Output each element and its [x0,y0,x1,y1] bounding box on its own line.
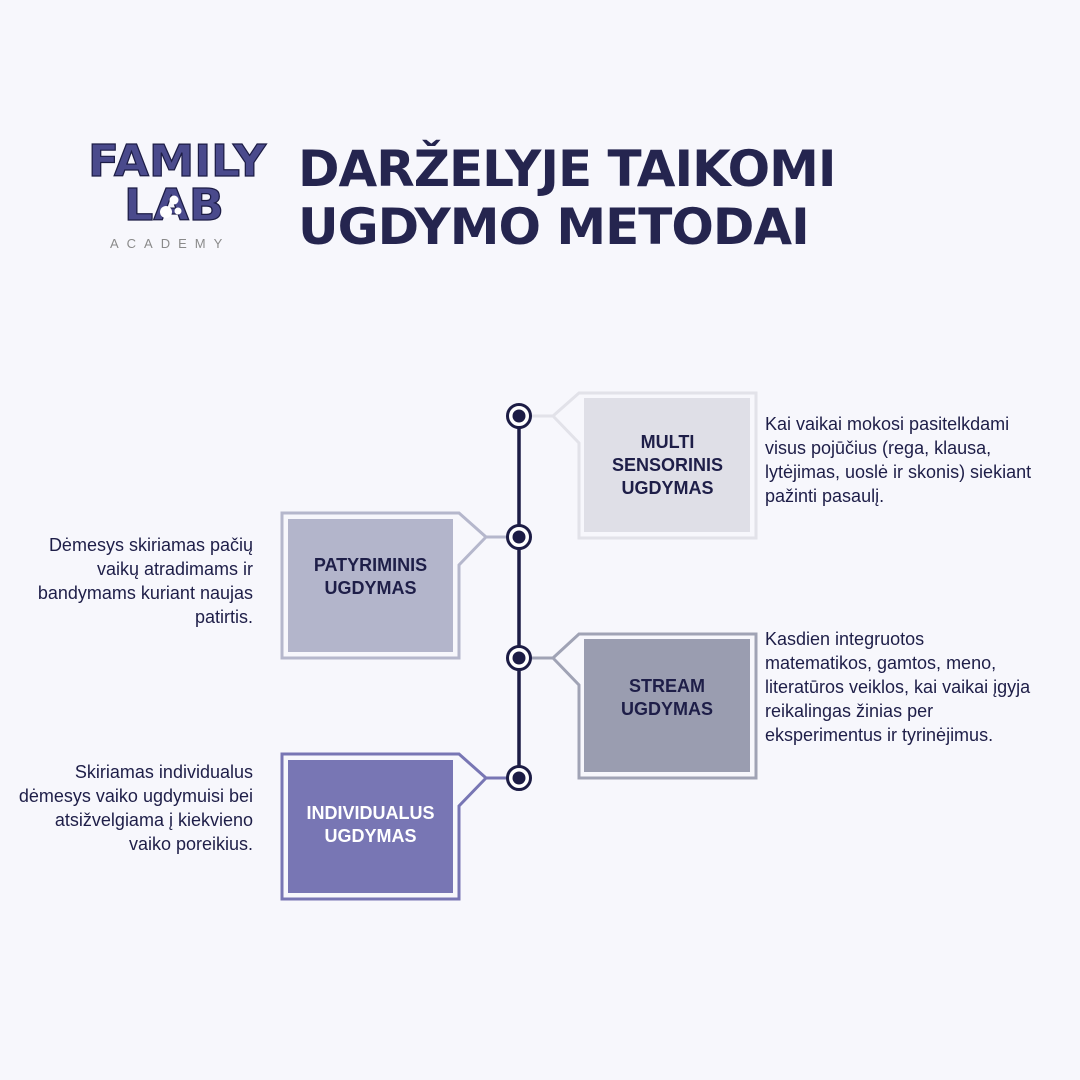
logo: FAMILY LAB [87,135,267,231]
method-desc-individualus: Skiriamas individualus dėmesys vaiko ugd… [18,762,253,854]
method-label-individualus: INDIVIDUALUS UGDYMAS [306,803,435,846]
method-stream-shape [531,632,758,780]
timeline-node [506,403,532,429]
title-line-1: DARŽELYJE TAIKOMI [298,140,836,198]
method-label-stream: STREAM UGDYMAS [620,676,713,719]
logo-academy-text: ACADEMY [110,236,231,251]
method-individualus-shape [280,752,507,901]
method-multi-shape [531,391,758,540]
logo-lab-text: LAB [124,180,224,231]
timeline-node [506,524,532,550]
method-label-patyriminis: PATYRIMINIS UGDYMAS [313,555,428,598]
method-desc-stream: Kasdien integruotos matematikos, gamtos,… [765,629,1031,745]
timeline-node [506,765,532,791]
page-title: DARŽELYJE TAIKOMI UGDYMO METODAI [298,140,836,256]
method-desc-multi: Kai vaikai mokosi pasitelkdami visus poj… [765,414,1032,506]
title-line-2: UGDYMO METODAI [298,198,810,256]
method-desc-patyriminis: Dėmesys skiriamas pačių vaikų atradimams… [37,535,253,627]
timeline-node [506,645,532,671]
logo-family-text: FAMILY [88,136,267,187]
method-label-multi: MULTI SENSORINIS UGDYMAS [611,431,724,498]
method-patyriminis-shape [280,511,507,660]
